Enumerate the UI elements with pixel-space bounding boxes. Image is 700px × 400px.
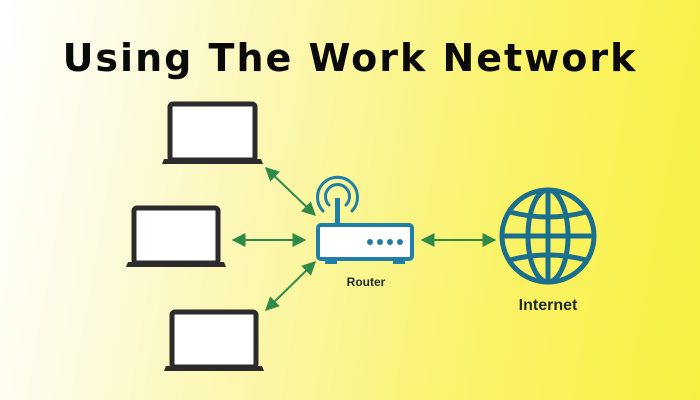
globe-icon [499, 187, 597, 285]
router-label: Router [347, 275, 386, 289]
page-title: Using The Work Network [62, 36, 638, 80]
router-icon [316, 175, 414, 264]
arrow-laptop-top-router [264, 167, 317, 216]
laptop-top-icon [162, 101, 263, 164]
laptop-middle-icon [126, 205, 226, 267]
arrow-laptop-bottom-router [264, 261, 317, 311]
internet-label: Internet [519, 297, 578, 314]
laptop-bottom-icon [164, 309, 264, 371]
